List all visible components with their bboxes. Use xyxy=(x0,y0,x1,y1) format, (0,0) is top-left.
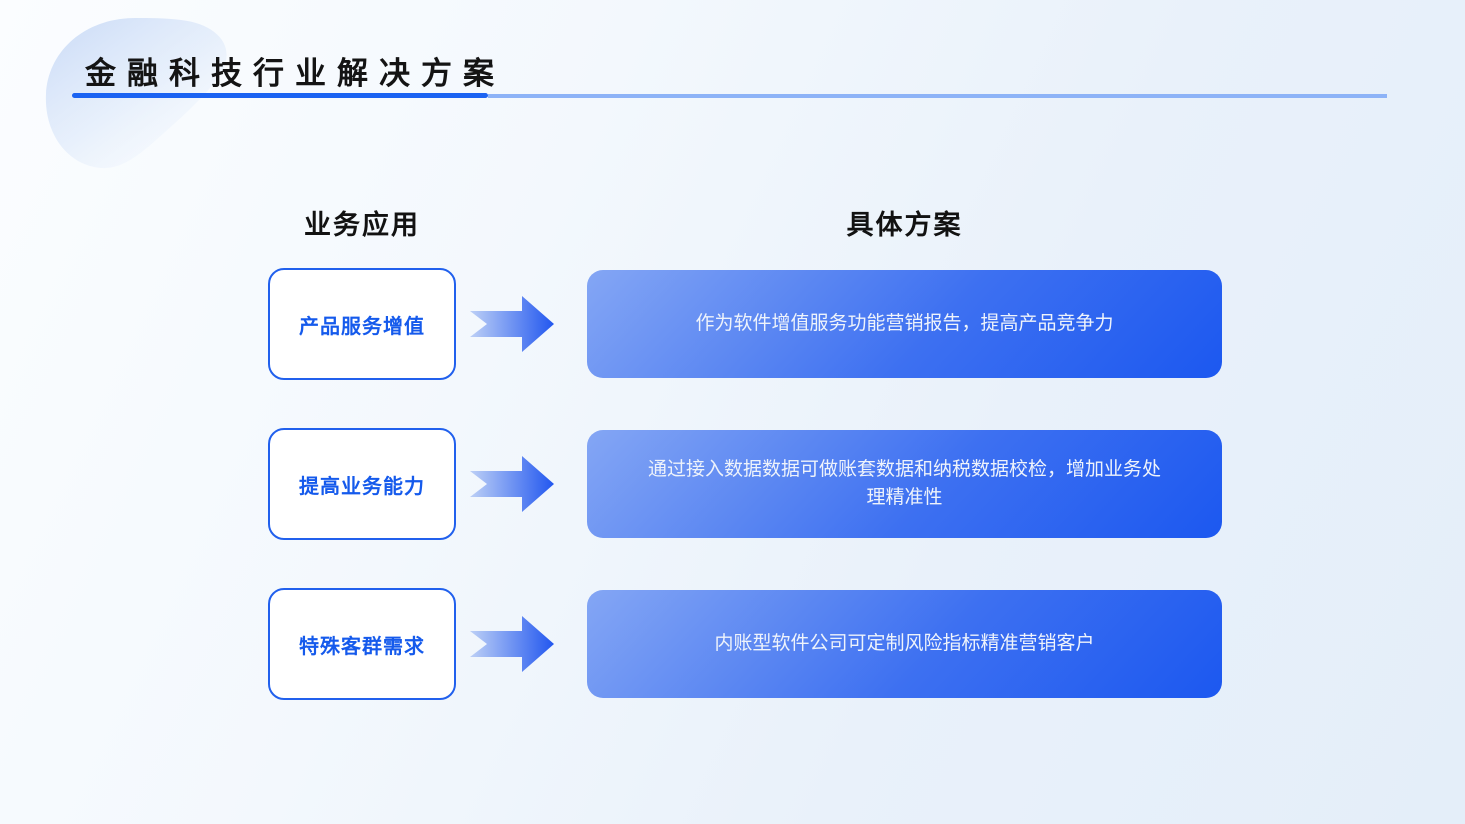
solution-text: 作为软件增值服务功能营销报告，提高产品竞争力 xyxy=(695,313,1114,334)
arrow-right-icon xyxy=(470,616,554,672)
business-app-card: 提高业务能力 xyxy=(268,428,456,540)
arrow-right-icon xyxy=(470,296,554,352)
page-title: 金融科技行业解决方案 xyxy=(85,56,505,91)
business-app-label: 提高业务能力 xyxy=(299,475,425,498)
column-header-business-apps: 业务应用 xyxy=(304,210,420,240)
solution-card: 内账型软件公司可定制风险指标精准营销客户 xyxy=(587,590,1222,698)
flow-row: 特殊客群需求 内账型软件公司可定制风险指标精准营销客户 xyxy=(268,588,1222,700)
business-app-card: 产品服务增值 xyxy=(268,268,456,380)
solution-card: 通过接入数据数据可做账套数据和纳税数据校检，增加业务处理精准性 xyxy=(587,430,1222,538)
arrow-right-icon xyxy=(470,456,554,512)
solution-text: 内账型软件公司可定制风险指标精准营销客户 xyxy=(714,633,1095,654)
business-app-card: 特殊客群需求 xyxy=(268,588,456,700)
business-app-label: 特殊客群需求 xyxy=(299,635,425,658)
business-app-label: 产品服务增值 xyxy=(299,315,425,338)
solution-card: 作为软件增值服务功能营销报告，提高产品竞争力 xyxy=(587,270,1222,378)
flow-row: 产品服务增值 作为软件增值服务功能营销报告，提高产品竞争力 xyxy=(268,268,1222,380)
solution-text: 通过接入数据数据可做账套数据和纳税数据校检，增加业务处理精准性 xyxy=(647,459,1161,508)
title-underline-extension xyxy=(488,94,1387,98)
column-header-solutions: 具体方案 xyxy=(846,210,963,240)
flow-row: 提高业务能力 通过接入数据数据可做账套数据和纳税数据校检，增加业务处理精准性 xyxy=(268,428,1222,540)
title-underline-accent xyxy=(72,93,488,98)
